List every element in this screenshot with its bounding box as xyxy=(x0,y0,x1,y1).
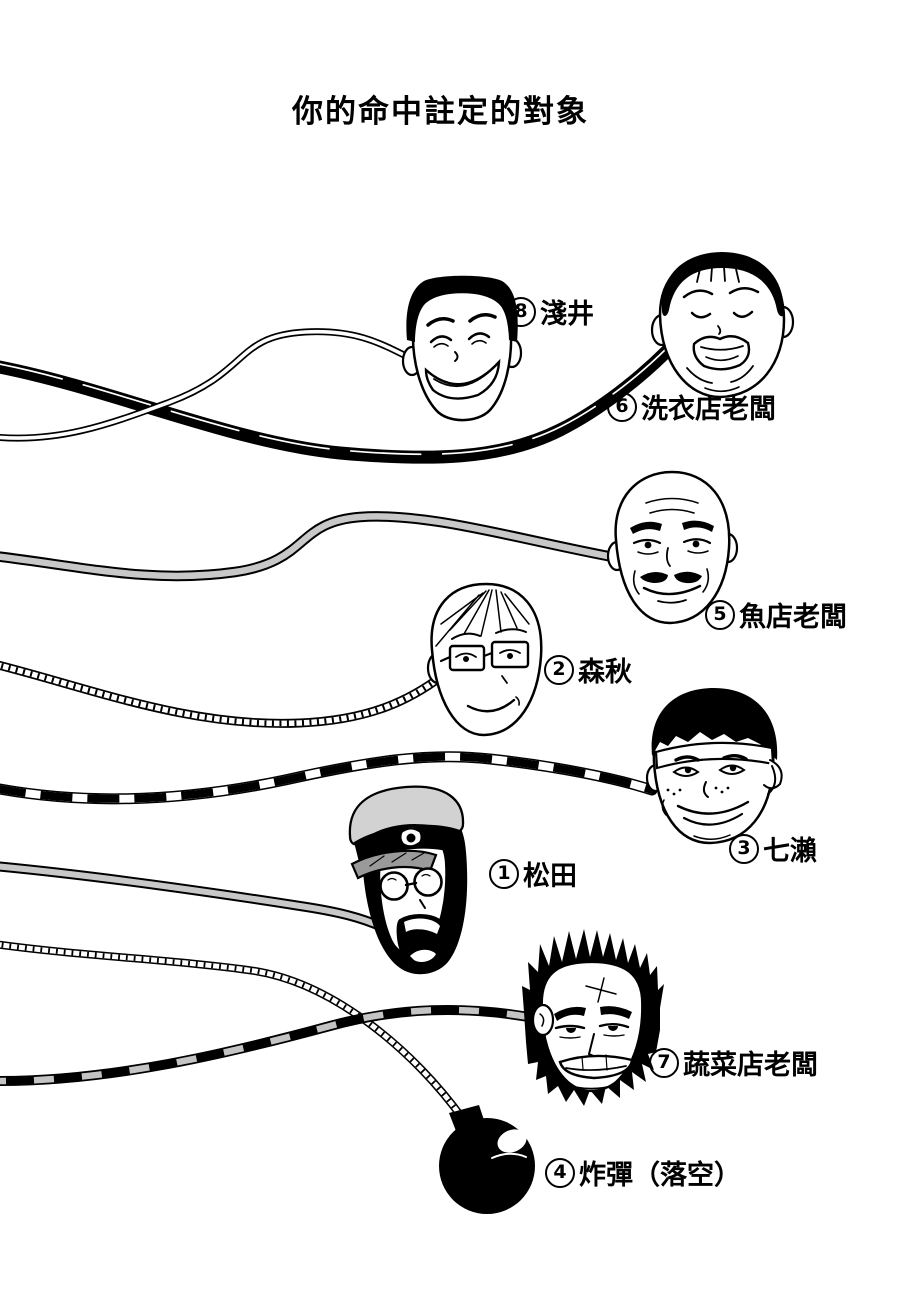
bomb xyxy=(439,1105,535,1214)
label-matsuda: 1 松田 xyxy=(489,854,577,893)
label-fish-owner-text: 魚店老闆 xyxy=(739,602,847,633)
label-vegetable-owner: 7 蔬菜店老闆 xyxy=(649,1043,818,1082)
circled-number-2: 2 xyxy=(544,654,574,685)
string-black-white-striped xyxy=(0,751,658,805)
label-bomb-text: 炸彈（落空） xyxy=(579,1160,741,1191)
circled-number-6: 6 xyxy=(607,391,637,422)
string-twisted-rope xyxy=(0,940,467,1123)
label-laundry-owner: 6 洗衣店老闆 xyxy=(607,387,776,426)
face-nanase xyxy=(645,688,783,845)
label-vegetable-owner-text: 蔬菜店老闆 xyxy=(683,1050,818,1081)
label-nanase: 3 七瀨 xyxy=(729,829,817,868)
label-moriaki: 2 森秋 xyxy=(544,650,632,689)
circled-number-3: 3 xyxy=(729,833,759,864)
circled-number-5: 5 xyxy=(705,599,735,630)
label-nanase-text: 七瀨 xyxy=(763,836,817,867)
string-thin-double-line xyxy=(0,328,422,442)
label-asai: 8 淺井 xyxy=(506,292,594,331)
circled-number-1: 1 xyxy=(489,858,519,889)
face-asai xyxy=(401,275,523,422)
page-title: 你的命中註定的對象 xyxy=(292,94,589,130)
face-fish-owner xyxy=(606,470,739,625)
face-moriaki xyxy=(426,582,543,737)
circled-number-4: 4 xyxy=(545,1157,575,1188)
label-matsuda-text: 松田 xyxy=(523,861,577,892)
string-black-gray-striped xyxy=(0,1005,550,1086)
face-matsuda xyxy=(348,785,468,975)
label-asai-text: 淺井 xyxy=(540,299,594,330)
face-laundry-owner xyxy=(650,252,795,399)
string-thick-black xyxy=(0,343,675,464)
string-gray-screentone-1 xyxy=(0,511,624,582)
label-moriaki-text: 森秋 xyxy=(578,657,632,688)
face-vegetable-owner xyxy=(522,929,664,1106)
string-gray-screentone-2 xyxy=(0,861,387,932)
label-fish-owner: 5 魚店老闆 xyxy=(705,595,847,634)
string-diagonal-hatched xyxy=(0,660,447,728)
circled-number-8: 8 xyxy=(506,296,536,327)
label-bomb: 4 炸彈（落空） xyxy=(545,1153,741,1192)
label-laundry-owner-text: 洗衣店老闆 xyxy=(641,394,776,425)
circled-number-7: 7 xyxy=(649,1047,679,1078)
